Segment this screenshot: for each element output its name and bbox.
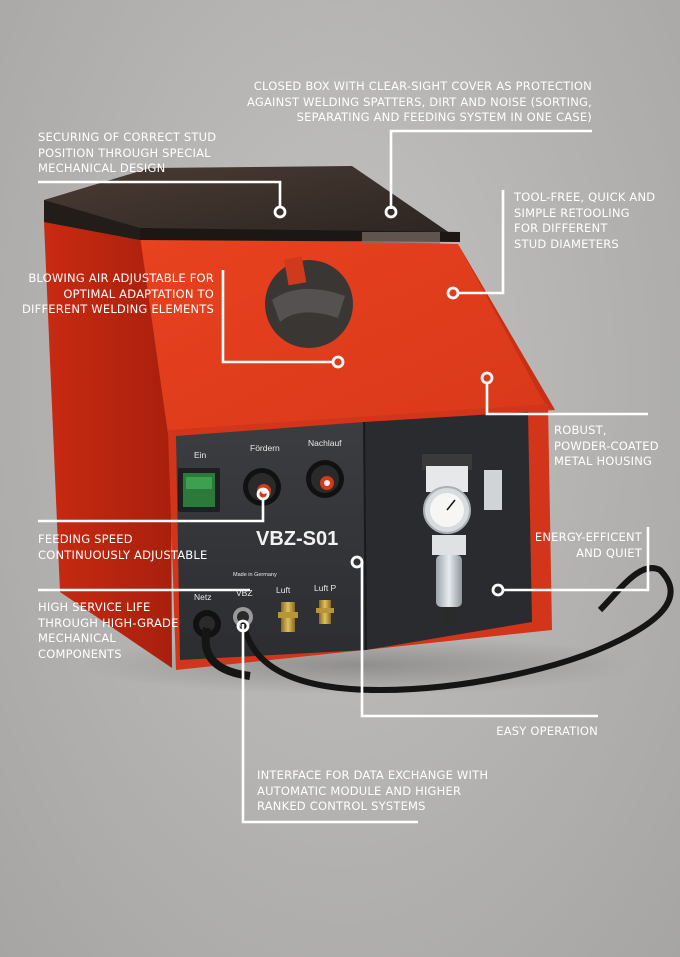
label-luft: Luft <box>276 585 291 595</box>
callout-retooling: TOOL-FREE, QUICK AND SIMPLE RETOOLING FO… <box>514 190 656 251</box>
callout-markers <box>236 205 505 633</box>
power-switch[interactable] <box>178 468 220 512</box>
air-connector <box>278 602 298 632</box>
callout-lines <box>38 129 650 824</box>
callout-cover: CLOSED BOX WITH CLEAR-SIGHT COVER AS PRO… <box>247 79 592 124</box>
callout-easy-operation: EASY OPERATION <box>496 724 598 738</box>
stud-opening <box>265 256 353 348</box>
callout-service-life: HIGH SERVICE LIFE THROUGH HIGH-GRADE MEC… <box>38 600 179 661</box>
label-made-in: Made in Germany <box>233 572 277 578</box>
label-netz: Netz <box>194 592 211 602</box>
label-vbz: VBZ <box>236 588 253 598</box>
cable <box>240 565 674 694</box>
callout-feeding-speed: FEEDING SPEED CONTINUOUSLY ADJUSTABLE <box>38 532 208 562</box>
housing-top-face <box>140 236 555 434</box>
air-p-connector <box>316 600 334 624</box>
pressure-regulator <box>422 454 502 625</box>
clear-sight-cover <box>44 166 460 240</box>
callout-energy: ENERGY-EFFICENT AND QUIET <box>534 530 642 560</box>
housing-left-side <box>44 222 172 668</box>
model-label: VBZ-S01 <box>256 528 338 550</box>
label-nachlauf: Nachlauf <box>308 438 342 448</box>
housing-right-face <box>458 244 555 410</box>
label-luft-p: Luft P <box>314 583 337 593</box>
callout-interface: INTERFACE FOR DATA EXCHANGE WITH AUTOMAT… <box>257 768 489 813</box>
label-foerdern: Fördern <box>250 443 280 453</box>
label-ein: Ein <box>194 450 207 460</box>
callout-blowing-air: BLOWING AIR ADJUSTABLE FOR OPTIMAL ADAPT… <box>22 271 214 316</box>
callout-housing: ROBUST, POWDER-COATED METAL HOUSING <box>554 423 659 468</box>
run-on-knob[interactable] <box>306 460 344 498</box>
callout-stud-position: SECURING OF CORRECT STUD POSITION THROUG… <box>38 130 217 175</box>
